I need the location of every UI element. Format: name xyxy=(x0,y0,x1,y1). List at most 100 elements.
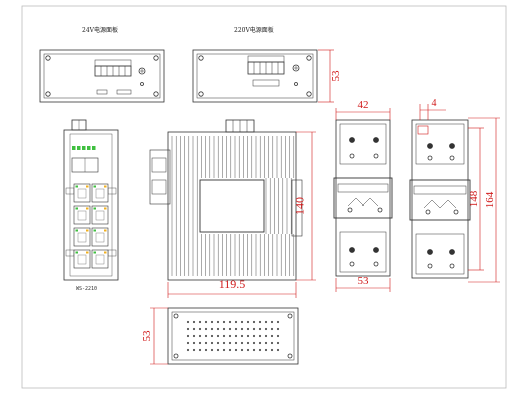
rj45-socket xyxy=(77,210,87,221)
status-led xyxy=(72,146,76,150)
port-link-led xyxy=(93,229,96,232)
vent-hole xyxy=(276,341,280,345)
rj45-socket xyxy=(95,188,105,199)
vent-hole xyxy=(186,334,190,338)
screw-icon xyxy=(198,91,204,97)
vent-hole xyxy=(252,341,256,345)
vent-hole xyxy=(216,348,220,352)
vent-hole xyxy=(186,320,190,324)
rj45-port-grid xyxy=(73,183,109,269)
vent-hole xyxy=(222,334,226,338)
status-led-row xyxy=(72,146,96,150)
vent-hole xyxy=(216,334,220,338)
port-link-led xyxy=(93,251,96,254)
vent-hole xyxy=(246,334,250,338)
vent-hole xyxy=(258,341,262,345)
port-link-led xyxy=(93,207,96,210)
port-link-led xyxy=(75,185,78,188)
vent-hole xyxy=(192,334,196,338)
screw-icon xyxy=(45,91,51,97)
vent-hole xyxy=(186,348,190,352)
vent-hole xyxy=(228,334,232,338)
vent-hole xyxy=(204,327,208,331)
sheet-frame xyxy=(21,5,507,389)
port-link-led xyxy=(75,207,78,210)
vent-hole xyxy=(240,348,244,352)
vent-hole xyxy=(204,334,208,338)
sfp-module xyxy=(149,149,171,205)
vent-hole xyxy=(264,327,268,331)
vent-hole xyxy=(210,334,214,338)
vent-hole xyxy=(198,320,202,324)
vent-hole xyxy=(252,334,256,338)
vent-hole xyxy=(216,327,220,331)
vent-hole xyxy=(240,327,244,331)
din-rail xyxy=(333,177,393,219)
rj45-socket xyxy=(95,210,105,221)
vent-hole xyxy=(204,341,208,345)
vent-hole xyxy=(192,320,196,324)
ground-icon xyxy=(138,67,146,75)
vent-hole xyxy=(198,334,202,338)
vent-hole xyxy=(192,348,196,352)
vent-hole xyxy=(246,320,250,324)
port-speed-led xyxy=(86,229,89,232)
vent-hole xyxy=(222,320,226,324)
front-view xyxy=(63,119,119,281)
vent-hole xyxy=(240,320,244,324)
vent-hole xyxy=(222,341,226,345)
vent-hole xyxy=(252,327,256,331)
vent-hole xyxy=(264,320,268,324)
vent-hole xyxy=(210,341,214,345)
vent-hole xyxy=(264,348,268,352)
port-speed-led xyxy=(86,251,89,254)
screw-icon xyxy=(306,55,312,61)
vent-hole xyxy=(264,334,268,338)
model-label: WS-2210 xyxy=(76,286,98,292)
vent-hole xyxy=(198,348,202,352)
status-led xyxy=(82,146,86,150)
din-rail xyxy=(409,179,471,221)
vent-hole xyxy=(252,348,256,352)
vent-hole xyxy=(222,348,226,352)
vent-hole xyxy=(228,348,232,352)
vent-hole xyxy=(270,334,274,338)
panel-220v xyxy=(192,49,318,103)
vent-hole xyxy=(270,327,274,331)
vent-hole xyxy=(270,341,274,345)
vent-hole xyxy=(186,341,190,345)
rj45-socket xyxy=(77,188,87,199)
dim-din-front xyxy=(335,108,391,292)
din-bracket-side xyxy=(409,119,471,279)
vent-hole xyxy=(204,348,208,352)
vent-hole xyxy=(204,320,208,324)
port-speed-led xyxy=(104,185,107,188)
dim-bottom xyxy=(150,307,168,365)
vent-hole xyxy=(270,348,274,352)
dim-side-offset-label: 4 xyxy=(431,98,437,109)
status-led xyxy=(77,146,81,150)
rj45-socket xyxy=(95,232,105,243)
bottom-view xyxy=(167,307,299,365)
dim-side-inner-height-label: 148 xyxy=(468,190,480,208)
port-link-led xyxy=(75,229,78,232)
vent-hole xyxy=(228,320,232,324)
vent-hole xyxy=(198,327,202,331)
dim-din-width-bottom-label: 53 xyxy=(357,275,369,287)
vent-hole xyxy=(258,334,262,338)
vent-hole xyxy=(276,320,280,324)
vent-hole xyxy=(192,341,196,345)
vent-hole xyxy=(210,327,214,331)
rj45-socket xyxy=(77,254,87,265)
port-speed-led xyxy=(104,207,107,210)
dim-din-width-top-label: 42 xyxy=(357,99,369,111)
port-speed-led xyxy=(86,185,89,188)
screw-icon xyxy=(198,55,204,61)
screw-icon xyxy=(153,55,159,61)
vent-hole xyxy=(258,348,262,352)
dim-body xyxy=(167,131,316,298)
vent-hole xyxy=(276,327,280,331)
vent-hole xyxy=(234,320,238,324)
din-bracket-front xyxy=(333,119,393,277)
vent-hole xyxy=(240,334,244,338)
